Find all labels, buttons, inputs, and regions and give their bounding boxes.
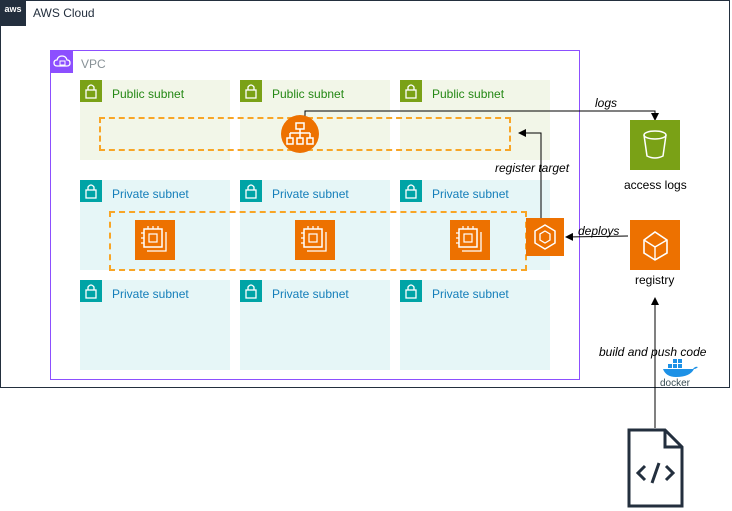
logs-arrow <box>304 110 659 121</box>
ec2-instance-icon <box>295 220 335 260</box>
logs-label: logs <box>595 96 618 110</box>
public-subnet-3 <box>400 80 550 160</box>
aws-cloud-group <box>0 0 730 388</box>
s3-bucket-icon <box>630 120 680 170</box>
registry-label: registry <box>635 273 675 287</box>
private-subnet-4 <box>80 280 230 370</box>
vpc-group <box>50 50 580 380</box>
vpc-label: VPC <box>81 57 106 71</box>
public-subnet-label: Public subnet <box>272 87 345 101</box>
build-push-label: build and push code <box>599 345 707 359</box>
private-subnet-label: Private subnet <box>432 287 509 301</box>
private-subnet-lock-icon <box>400 180 422 202</box>
private-subnet-label: Private subnet <box>112 187 189 201</box>
public-subnet-1 <box>80 80 230 160</box>
public-subnet-lock-icon <box>240 80 262 102</box>
access-logs-label: access logs <box>624 178 687 192</box>
public-subnet-label: Public subnet <box>112 87 185 101</box>
public-subnet-lock-icon <box>400 80 422 102</box>
private-subnet-label: Private subnet <box>112 287 189 301</box>
private-subnet-lock-icon <box>400 280 422 302</box>
private-subnet-lock-icon <box>240 280 262 302</box>
private-subnet-lock-icon <box>80 180 102 202</box>
private-subnet-5 <box>240 280 390 370</box>
docker-label: docker <box>660 378 691 389</box>
public-subnet-label: Public subnet <box>432 87 505 101</box>
private-subnet-label: Private subnet <box>432 187 509 201</box>
aws-cloud-title: AWS Cloud <box>33 6 95 20</box>
source-code-file-icon <box>625 428 685 508</box>
register-target-arrow <box>518 129 542 218</box>
ecs-service-icon <box>526 218 564 256</box>
load-balancer-icon <box>281 115 319 153</box>
private-subnet-6 <box>400 280 550 370</box>
deploys-label: deploys <box>578 224 620 238</box>
private-subnet-label: Private subnet <box>272 187 349 201</box>
ecr-registry-icon <box>630 220 680 270</box>
docker-whale-icon <box>660 356 700 378</box>
public-subnet-2 <box>240 80 390 160</box>
private-subnet-lock-icon <box>240 180 262 202</box>
ec2-instance-icon <box>135 220 175 260</box>
aws-logo-icon: aws <box>0 0 26 26</box>
private-subnet-label: Private subnet <box>272 287 349 301</box>
deploys-arrow <box>565 232 629 241</box>
public-subnet-lock-icon <box>80 80 102 102</box>
private-subnet-lock-icon <box>80 280 102 302</box>
ec2-instance-icon <box>450 220 490 260</box>
vpc-cloud-icon <box>51 51 73 73</box>
register-target-label: register target <box>495 161 570 175</box>
